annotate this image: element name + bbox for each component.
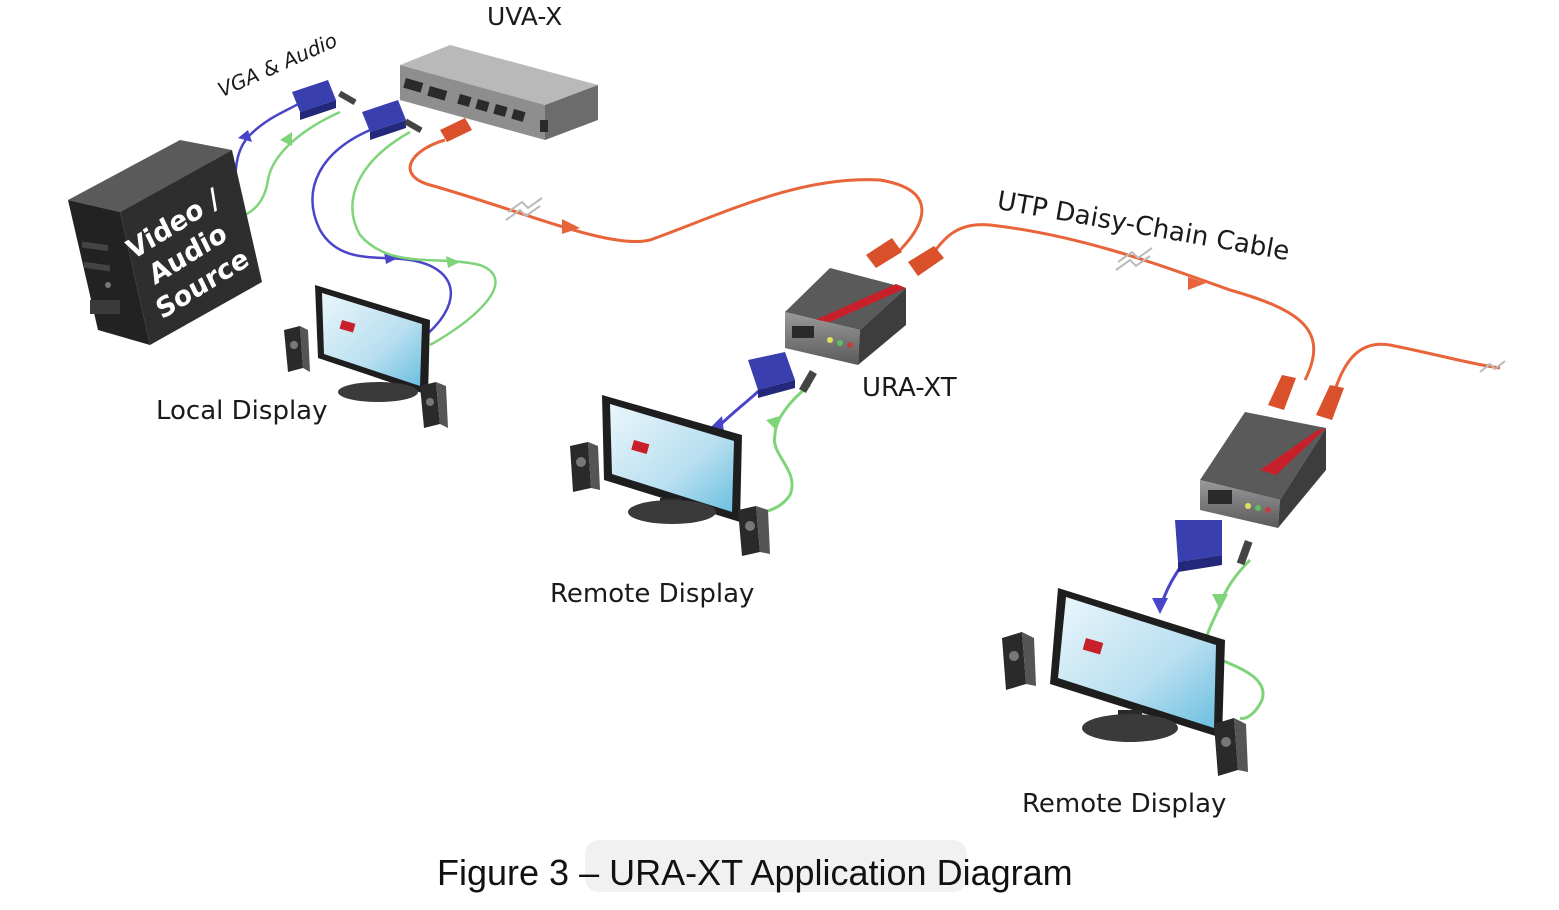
- audio-cable-pc: [244, 110, 341, 217]
- cable-break-mark: [505, 197, 543, 221]
- cable-direction-arrow: [562, 219, 580, 234]
- audio-jack-connector: [799, 369, 817, 394]
- vga-connector: [362, 100, 406, 140]
- rj45-connector: [1268, 375, 1344, 420]
- vga-cable-pc: [233, 98, 306, 201]
- cable-direction-arrow: [446, 256, 460, 268]
- cable-direction-arrow: [1188, 277, 1206, 290]
- local-display-monitor: [315, 285, 430, 402]
- caption-highlight: [585, 840, 967, 892]
- rj45-connector: [866, 238, 944, 276]
- utp-cable-segment-3: [1333, 342, 1501, 391]
- vga-connector: [1175, 520, 1222, 572]
- cable-direction-arrow: [1212, 594, 1228, 610]
- ura-xt-receiver-1: [785, 268, 906, 365]
- local-display-label: Local Display: [156, 396, 328, 426]
- ura-xt-label: URA-XT: [862, 373, 957, 403]
- remote-display-label-1: Remote Display: [550, 579, 755, 609]
- utp-cable-segment-2: [928, 223, 1316, 381]
- remote-display-monitor-2: [1050, 588, 1225, 742]
- audio-jack-connector: [1236, 540, 1253, 566]
- audio-cable-remote-1: [749, 383, 811, 515]
- speaker: [1002, 632, 1036, 690]
- ura-xt-receiver-2: [1200, 412, 1326, 528]
- audio-jack-connector: [337, 90, 423, 133]
- video-audio-source-pc: [68, 140, 262, 345]
- remote-display-label-2: Remote Display: [1022, 789, 1227, 819]
- vga-connector: [292, 80, 336, 120]
- figure-caption: Figure 3 – URA-XT Application Diagram: [437, 852, 1073, 893]
- cable-direction-arrow: [384, 252, 398, 264]
- utp-cable-segment-1: [408, 138, 924, 252]
- cable-direction-arrow: [766, 416, 780, 430]
- speaker: [1214, 718, 1248, 776]
- speaker: [738, 506, 770, 556]
- cable-direction-arrow: [238, 130, 252, 142]
- uva-x-label: UVA-X: [487, 2, 563, 31]
- speaker: [570, 442, 600, 492]
- rj45-connector: [440, 118, 472, 142]
- speaker: [420, 382, 448, 428]
- speaker: [284, 326, 310, 372]
- vga-connector: [748, 352, 795, 398]
- remote-display-monitor-1: [602, 395, 742, 524]
- audio-cable-local: [351, 130, 497, 347]
- cable-direction-arrow: [280, 132, 292, 146]
- cable-break-mark: [1115, 247, 1153, 271]
- cable-break-mark: [1479, 360, 1506, 373]
- cable-direction-arrow: [1152, 598, 1168, 614]
- uva-x-device: [400, 45, 598, 140]
- vga-cable-local: [311, 126, 453, 341]
